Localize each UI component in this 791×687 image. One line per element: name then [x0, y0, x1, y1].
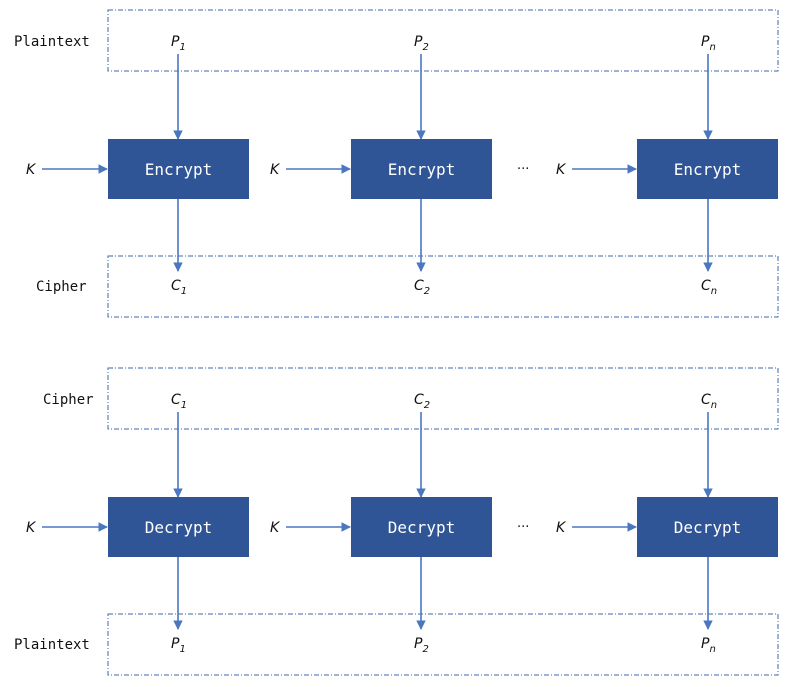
cipher-output-n: Cn [701, 278, 717, 297]
encrypt-box-2 [351, 139, 492, 199]
encryption-section: Plaintext Cipher P1 K Encrypt C1 P2 K [14, 9, 779, 318]
cipher-input-n: Cn [701, 392, 717, 411]
cipher-input-2: C2 [414, 392, 430, 411]
decrypt-block-2: C2 K Decrypt P2 [270, 392, 492, 655]
cipher-row-frame [107, 255, 779, 318]
plaintext-output-row-frame [107, 613, 779, 676]
plaintext-input-1: P1 [171, 34, 186, 53]
plaintext-output-1: P1 [171, 636, 186, 655]
cipher-row-label: Cipher [36, 279, 87, 295]
encrypt-block-n: Pn K Encrypt Cn [556, 34, 778, 297]
encrypt-box-label-2: Encrypt [388, 160, 455, 179]
key-label-2: K [270, 162, 281, 178]
encrypt-block-2: P2 K Encrypt C2 [270, 34, 492, 297]
decrypt-box-n [637, 497, 778, 557]
plaintext-output-row-label: Plaintext [14, 637, 90, 653]
key-label-n: K [556, 162, 567, 178]
cipher-output-2: C2 [414, 278, 430, 297]
key-label-d1: K [26, 520, 37, 536]
plaintext-input-2: P2 [414, 34, 429, 53]
cipher-input-1: C1 [171, 392, 187, 411]
decrypt-box-label-1: Decrypt [145, 518, 212, 537]
encrypt-box-label-n: Encrypt [674, 160, 741, 179]
ellipsis-decrypt: ··· [517, 520, 529, 535]
cipher-input-row-label: Cipher [43, 392, 94, 408]
decrypt-box-label-2: Decrypt [388, 518, 455, 537]
cipher-output-1: C1 [171, 278, 187, 297]
plaintext-output-2: P2 [414, 636, 429, 655]
plaintext-input-n: Pn [701, 34, 716, 53]
decrypt-box-1 [108, 497, 249, 557]
decrypt-box-2 [351, 497, 492, 557]
plaintext-row-frame [107, 9, 779, 72]
ellipsis-encrypt: ··· [517, 162, 529, 177]
encrypt-box-1 [108, 139, 249, 199]
cipher-input-row-frame [107, 367, 779, 430]
decrypt-block-n: Cn K Decrypt Pn [556, 392, 778, 655]
key-label-d2: K [270, 520, 281, 536]
decrypt-box-label-n: Decrypt [674, 518, 741, 537]
plaintext-row-label: Plaintext [14, 34, 90, 50]
key-label-1: K [26, 162, 37, 178]
decryption-section: Cipher Plaintext C1 K Decrypt P1 C2 K [14, 367, 779, 676]
encrypt-box-n [637, 139, 778, 199]
plaintext-output-n: Pn [701, 636, 716, 655]
key-label-dn: K [556, 520, 567, 536]
decrypt-block-1: C1 K Decrypt P1 [26, 392, 249, 655]
encrypt-block-1: P1 K Encrypt C1 [26, 34, 249, 297]
encrypt-box-label-1: Encrypt [145, 160, 212, 179]
